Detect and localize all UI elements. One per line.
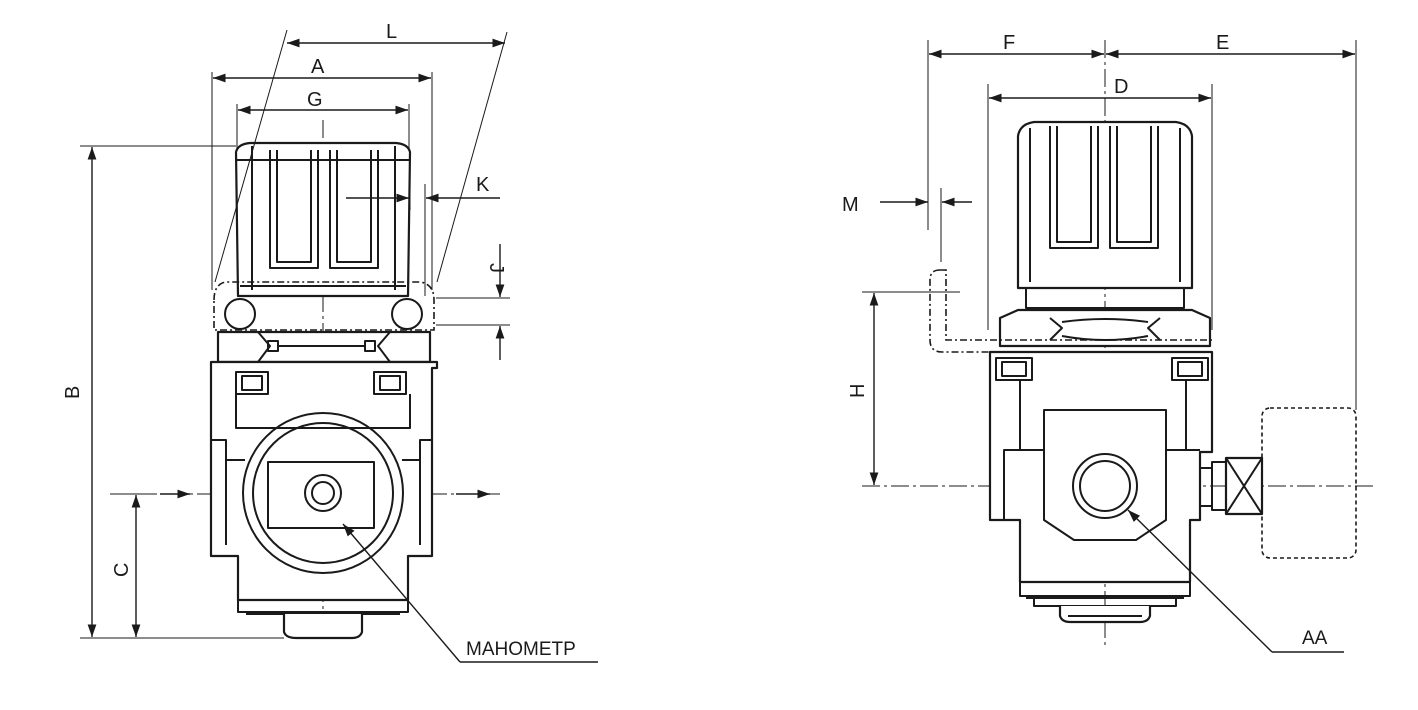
port-callout-leader: [1127, 509, 1273, 653]
front-view: L A G K J B C МАНОМЕТР: [62, 21, 598, 663]
dim-label-L: L: [386, 21, 397, 43]
dim-label-K: K: [476, 174, 490, 196]
dim-label-A: A: [311, 56, 325, 78]
regulator-body: [209, 360, 439, 640]
dim-label-F: F: [1003, 32, 1015, 54]
side-view: F E D M H AA: [842, 32, 1376, 653]
gauge-callout-leader: [342, 523, 461, 663]
panel-mount-bracket: [213, 281, 435, 331]
port-callout-label: AA: [1302, 628, 1328, 649]
side-adjustment-knob: [1016, 120, 1194, 309]
dim-label-J: J: [485, 263, 507, 273]
dim-label-E: E: [1216, 32, 1229, 54]
lock-nut: [216, 330, 432, 364]
dim-label-C: C: [111, 563, 133, 577]
dim-label-D: D: [1114, 76, 1128, 98]
dim-label-M: M: [842, 194, 859, 216]
dim-label-B: B: [62, 386, 84, 399]
adjustment-knob: [234, 141, 412, 298]
side-gauge-port: [1199, 407, 1357, 559]
dim-label-G: G: [307, 89, 323, 111]
dim-label-H: H: [847, 384, 869, 398]
gauge-callout-label: МАНОМЕТР: [466, 639, 576, 660]
side-lock-nut: [998, 308, 1212, 348]
side-panel-bracket: [929, 269, 1212, 353]
side-regulator-body: [988, 350, 1214, 624]
